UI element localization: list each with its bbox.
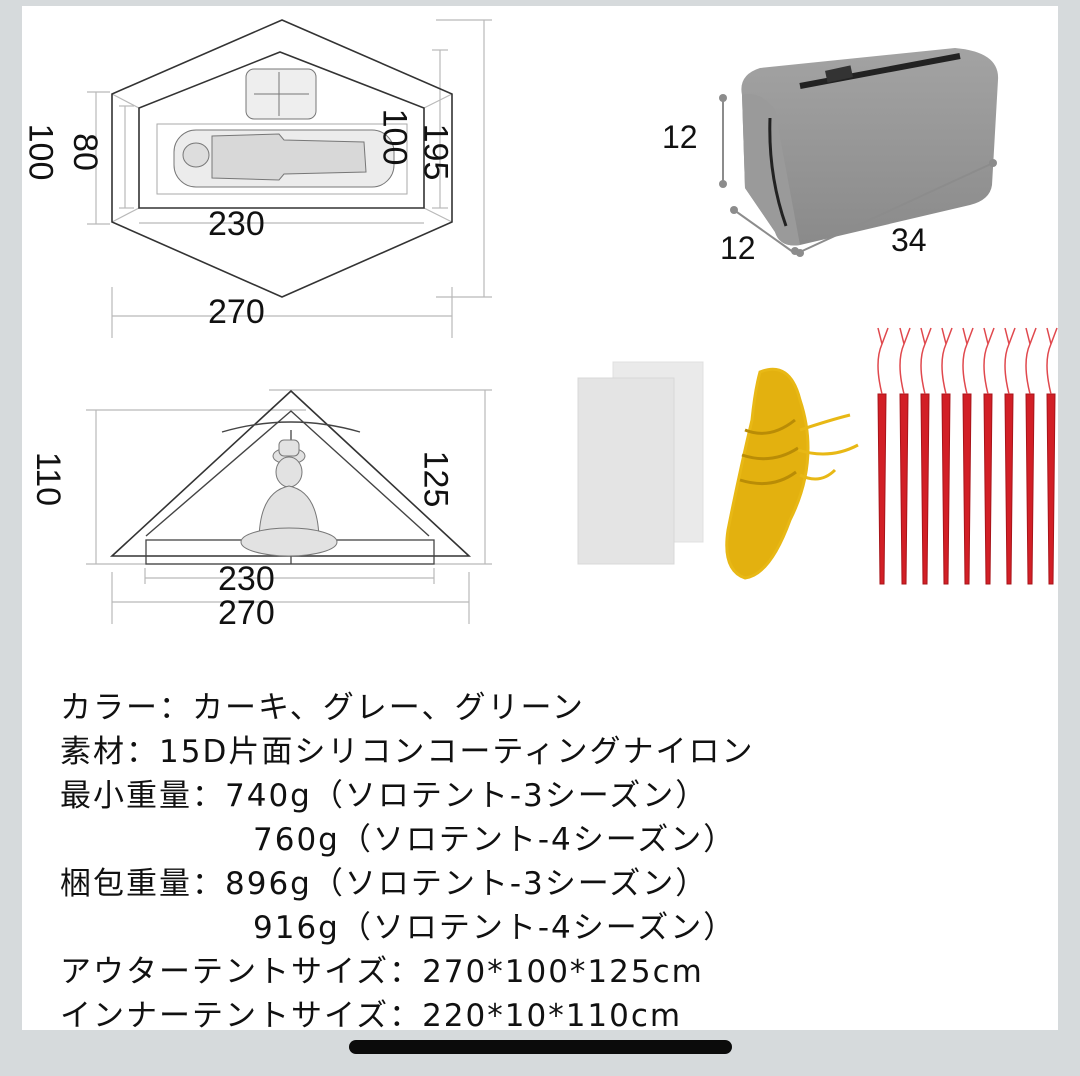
spec-value: 896g（ソロテント-3シーズン） xyxy=(225,866,709,902)
home-indicator-bar[interactable] xyxy=(349,1040,732,1054)
guy-rope xyxy=(725,367,859,580)
dim-side-outer-length: 270 xyxy=(218,594,275,632)
spec-row-packed-weight-4season: 916g（ソロテント-4シーズン） xyxy=(60,906,1040,950)
spec-value: 270*100*125cm xyxy=(422,954,704,990)
repair-patches xyxy=(577,361,704,565)
tent-stakes-group xyxy=(860,322,1058,592)
spec-value: 916g（ソロテント-4シーズン） xyxy=(253,910,737,946)
spec-row-material: 素材：15D片面シリコンコーティングナイロン xyxy=(60,730,1040,774)
dim-outer-length: 270 xyxy=(208,293,265,331)
dim-bag-length: 34 xyxy=(891,222,927,258)
spec-list: カラー：カーキ、グレー、グリーン 素材：15D片面シリコンコーティングナイロン … xyxy=(60,686,1040,1030)
product-image-panel: 100 80 100 195 230 270 xyxy=(22,6,1058,1030)
spec-row-min-weight: 最小重量：740g（ソロテント-3シーズン） xyxy=(60,774,1040,818)
spec-label: 梱包重量： xyxy=(60,866,225,902)
spec-label: インナーテントサイズ： xyxy=(60,998,423,1030)
spec-row-inner-size: インナーテントサイズ：220*10*110cm xyxy=(60,994,1040,1030)
spec-value: 760g（ソロテント-4シーズン） xyxy=(253,822,737,858)
dim-side-inner-length: 230 xyxy=(218,560,275,598)
spec-row-min-weight-4season: 760g（ソロテント-4シーズン） xyxy=(60,818,1040,862)
spec-label: アウターテントサイズ： xyxy=(60,954,423,990)
spec-label: 素材： xyxy=(60,734,159,770)
dim-bag-height: 12 xyxy=(662,119,698,155)
spec-value: 740g（ソロテント-3シーズン） xyxy=(225,778,709,814)
dim-bag-depth: 12 xyxy=(720,230,756,266)
accessories-image xyxy=(577,361,859,580)
spec-value: カーキ、グレー、グリーン xyxy=(192,690,585,726)
spec-row-packed-weight: 梱包重量：896g（ソロテント-3シーズン） xyxy=(60,862,1040,906)
tent-top-view-diagram xyxy=(87,19,492,338)
tent-side-view-diagram xyxy=(86,389,492,624)
spec-label: カラー： xyxy=(60,690,192,726)
spec-row-color: カラー：カーキ、グレー、グリーン xyxy=(60,686,1040,730)
spec-label: 最小重量： xyxy=(60,778,225,814)
dim-inner-length: 230 xyxy=(208,205,265,243)
packed-bag-image xyxy=(719,48,999,257)
spec-row-outer-size: アウターテントサイズ：270*100*125cm xyxy=(60,950,1040,994)
spec-value: 220*10*110cm xyxy=(422,998,683,1030)
spec-value: 15D片面シリコンコーティングナイロン xyxy=(159,734,755,770)
tent-stakes xyxy=(877,327,1058,585)
